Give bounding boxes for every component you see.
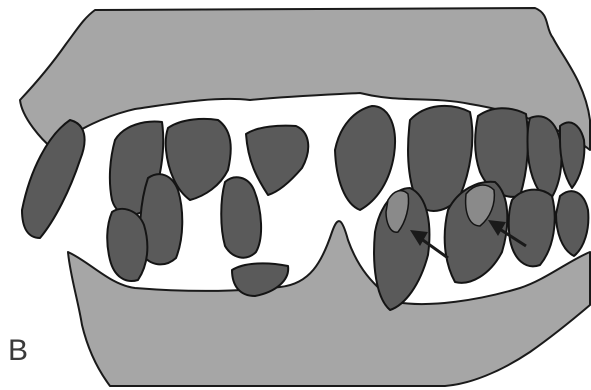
grain-particle <box>556 191 588 256</box>
grain-particle <box>560 122 584 188</box>
grain-particle <box>509 190 555 267</box>
grain-particle <box>107 209 147 281</box>
grain-particle <box>221 177 261 257</box>
grain-particle <box>22 120 85 238</box>
grain-particle <box>335 106 395 210</box>
grain-particle <box>246 126 308 195</box>
grain-particle <box>527 116 561 200</box>
panel-label: B <box>8 336 28 366</box>
